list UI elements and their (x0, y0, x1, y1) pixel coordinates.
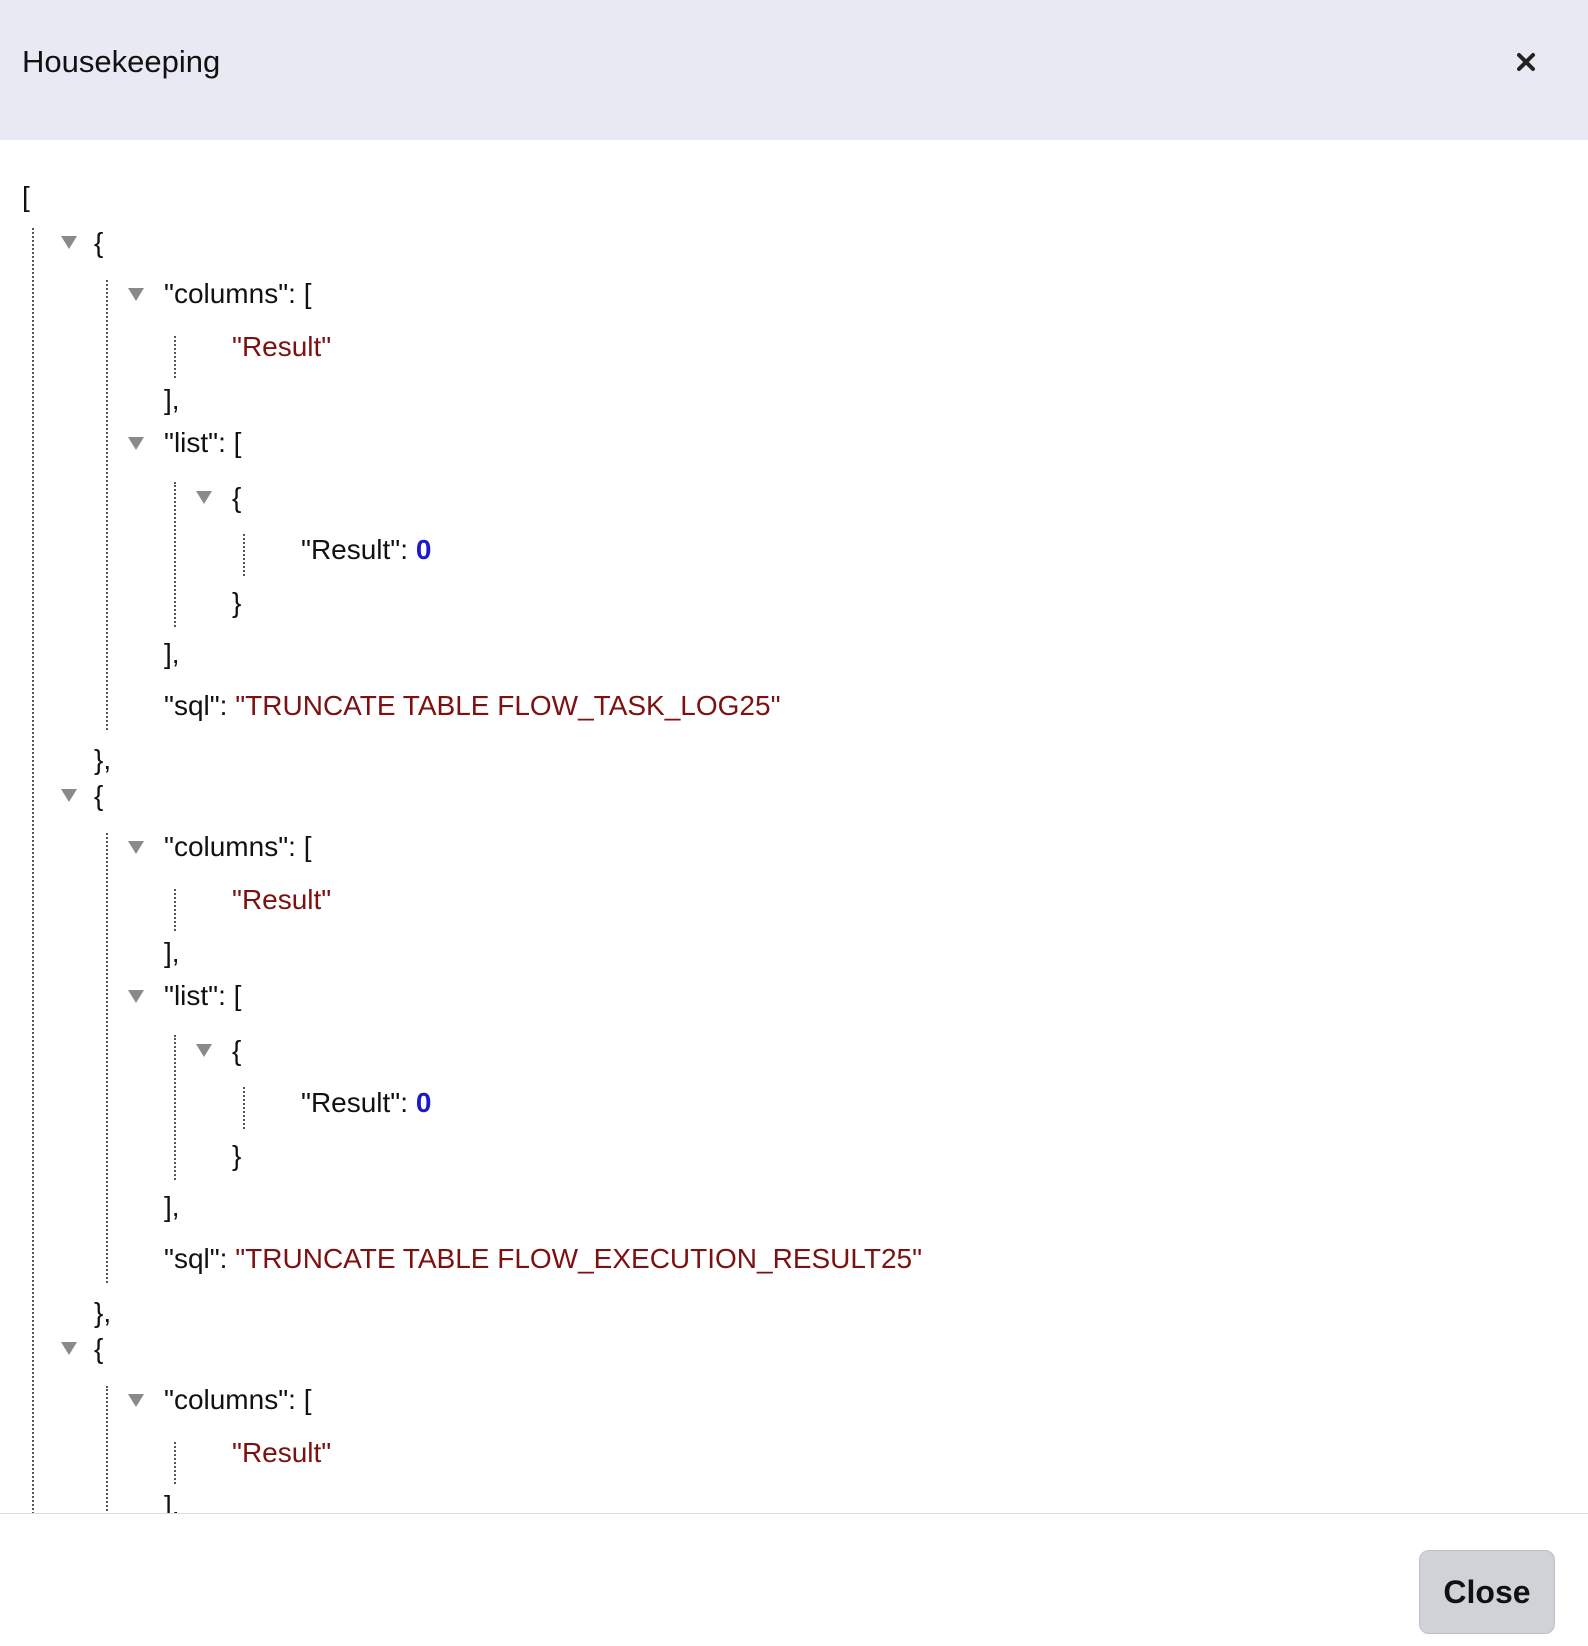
list-row-close: } (232, 1140, 242, 1171)
guide-item-1 (106, 280, 108, 730)
object-open-brace: { (94, 1333, 104, 1364)
list-close: ], (164, 1191, 180, 1222)
collapse-arrow-icon[interactable] (128, 841, 144, 854)
collapse-arrow-icon[interactable] (61, 1342, 77, 1355)
guide-root (32, 228, 34, 1513)
list-key-line: "list": [ (164, 980, 242, 1011)
dialog-title: Housekeeping (22, 44, 221, 79)
columns-value: "Result" (232, 331, 332, 362)
collapse-arrow-icon[interactable] (61, 236, 77, 249)
dialog-footer: Close (0, 1513, 1588, 1646)
close-icon[interactable] (1508, 44, 1544, 80)
columns-value: "Result" (232, 884, 332, 915)
list-row-open: { (232, 482, 242, 513)
result-value: 0 (415, 1087, 432, 1118)
guide-item-3 (106, 1386, 108, 1513)
object-open-brace: { (94, 780, 104, 811)
collapse-arrow-icon[interactable] (196, 491, 212, 504)
object-open-brace: { (94, 227, 104, 258)
guide-item-1-list (174, 482, 176, 627)
list-key-line: "list": [ (164, 427, 242, 458)
json-viewer[interactable]: [ { "columns": [ "Result" ], "list": [ {… (0, 140, 1588, 1513)
columns-key-line: "columns": [ (164, 831, 312, 862)
guide-item-2-list-row (243, 1087, 245, 1129)
sql-line: "sql": "TRUNCATE TABLE FLOW_TASK_LOG25" (164, 690, 781, 721)
sql-value: "TRUNCATE TABLE FLOW_EXECUTION_RESULT25" (235, 1243, 923, 1274)
guide-item-1-list-row (243, 534, 245, 576)
sql-value: "TRUNCATE TABLE FLOW_TASK_LOG25" (235, 690, 781, 721)
columns-key-line: "columns": [ (164, 278, 312, 309)
columns-close: ], (164, 937, 180, 968)
columns-close: ], (164, 1490, 180, 1513)
list-row-entry: "Result": 0 (301, 1087, 432, 1118)
columns-value: "Result" (232, 1437, 332, 1468)
columns-close: ], (164, 384, 180, 415)
guide-item-2-list (174, 1035, 176, 1180)
object-close-brace: }, (94, 744, 112, 775)
list-row-entry: "Result": 0 (301, 534, 432, 565)
collapse-arrow-icon[interactable] (61, 789, 77, 802)
close-button[interactable]: Close (1419, 1550, 1555, 1634)
guide-item-2-columns (174, 889, 176, 931)
json-open-bracket: [ (22, 181, 30, 212)
guide-item-1-columns (174, 336, 176, 378)
result-value: 0 (415, 534, 432, 565)
guide-item-3-columns (174, 1442, 176, 1484)
collapse-arrow-icon[interactable] (128, 990, 144, 1003)
list-close: ], (164, 638, 180, 669)
guide-item-2 (106, 833, 108, 1283)
collapse-arrow-icon[interactable] (128, 288, 144, 301)
dialog-header: Housekeeping (0, 0, 1588, 140)
object-close-brace: }, (94, 1297, 112, 1328)
collapse-arrow-icon[interactable] (128, 437, 144, 450)
collapse-arrow-icon[interactable] (128, 1394, 144, 1407)
sql-line: "sql": "TRUNCATE TABLE FLOW_EXECUTION_RE… (164, 1243, 923, 1274)
columns-key-line: "columns": [ (164, 1384, 312, 1415)
collapse-arrow-icon[interactable] (196, 1044, 212, 1057)
list-row-close: } (232, 587, 242, 618)
list-row-open: { (232, 1035, 242, 1066)
